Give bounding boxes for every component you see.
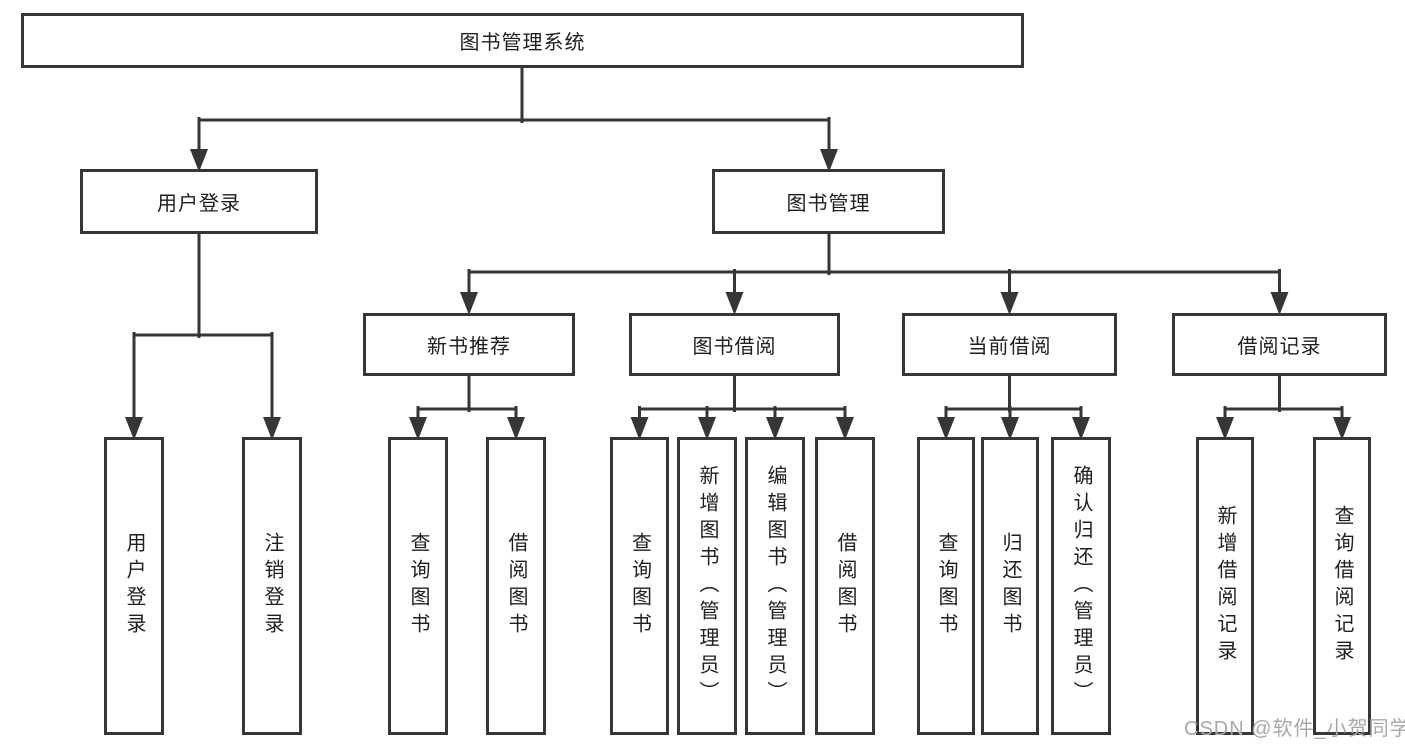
leaf-label: 新增图书（管理员） <box>696 464 718 708</box>
leaf-borrow-query-book: 查询图书 <box>610 437 669 735</box>
leaf-borrow-borrow-book: 借阅图书 <box>815 437 875 735</box>
leaf-newbook-query: 查询图书 <box>388 437 448 735</box>
leaf-label: 借阅图书 <box>505 532 527 640</box>
leaf-label: 用户登录 <box>123 532 145 640</box>
node-current-borrow: 当前借阅 <box>902 313 1117 376</box>
leaf-logout: 注销登录 <box>242 437 302 735</box>
node-book-management: 图书管理 <box>712 169 945 234</box>
leaf-borrow-add-book-admin: 新增图书（管理员） <box>677 437 737 735</box>
leaf-label: 确认归还（管理员） <box>1070 464 1092 708</box>
node-new-book-recommend: 新书推荐 <box>363 313 575 376</box>
leaf-label: 归还图书 <box>999 532 1021 640</box>
leaf-label: 查询图书 <box>935 532 957 640</box>
leaf-label: 编辑图书（管理员） <box>764 464 786 708</box>
leaf-current-return-book: 归还图书 <box>981 437 1039 735</box>
leaf-user-login: 用户登录 <box>104 437 164 735</box>
node-user-login: 用户登录 <box>80 169 318 234</box>
leaf-label: 借阅图书 <box>834 532 856 640</box>
node-borrow-records: 借阅记录 <box>1172 313 1387 376</box>
leaf-records-add: 新增借阅记录 <box>1196 437 1254 735</box>
leaf-borrow-edit-book-admin: 编辑图书（管理员） <box>745 437 805 735</box>
leaf-label: 注销登录 <box>261 532 283 640</box>
leaf-label: 新增借阅记录 <box>1214 505 1236 667</box>
leaf-newbook-borrow: 借阅图书 <box>486 437 546 735</box>
node-book-borrow: 图书借阅 <box>629 313 840 376</box>
leaf-current-confirm-return-admin: 确认归还（管理员） <box>1051 437 1111 735</box>
leaf-label: 查询图书 <box>628 532 651 640</box>
node-root-system: 图书管理系统 <box>21 13 1024 68</box>
leaf-label: 查询借阅记录 <box>1331 505 1353 667</box>
csdn-watermark: CSDN @软件_小贺同学 <box>1184 718 1405 740</box>
leaf-label: 查询图书 <box>407 532 429 640</box>
leaf-current-query-book: 查询图书 <box>917 437 975 735</box>
leaf-records-query: 查询借阅记录 <box>1313 437 1371 735</box>
